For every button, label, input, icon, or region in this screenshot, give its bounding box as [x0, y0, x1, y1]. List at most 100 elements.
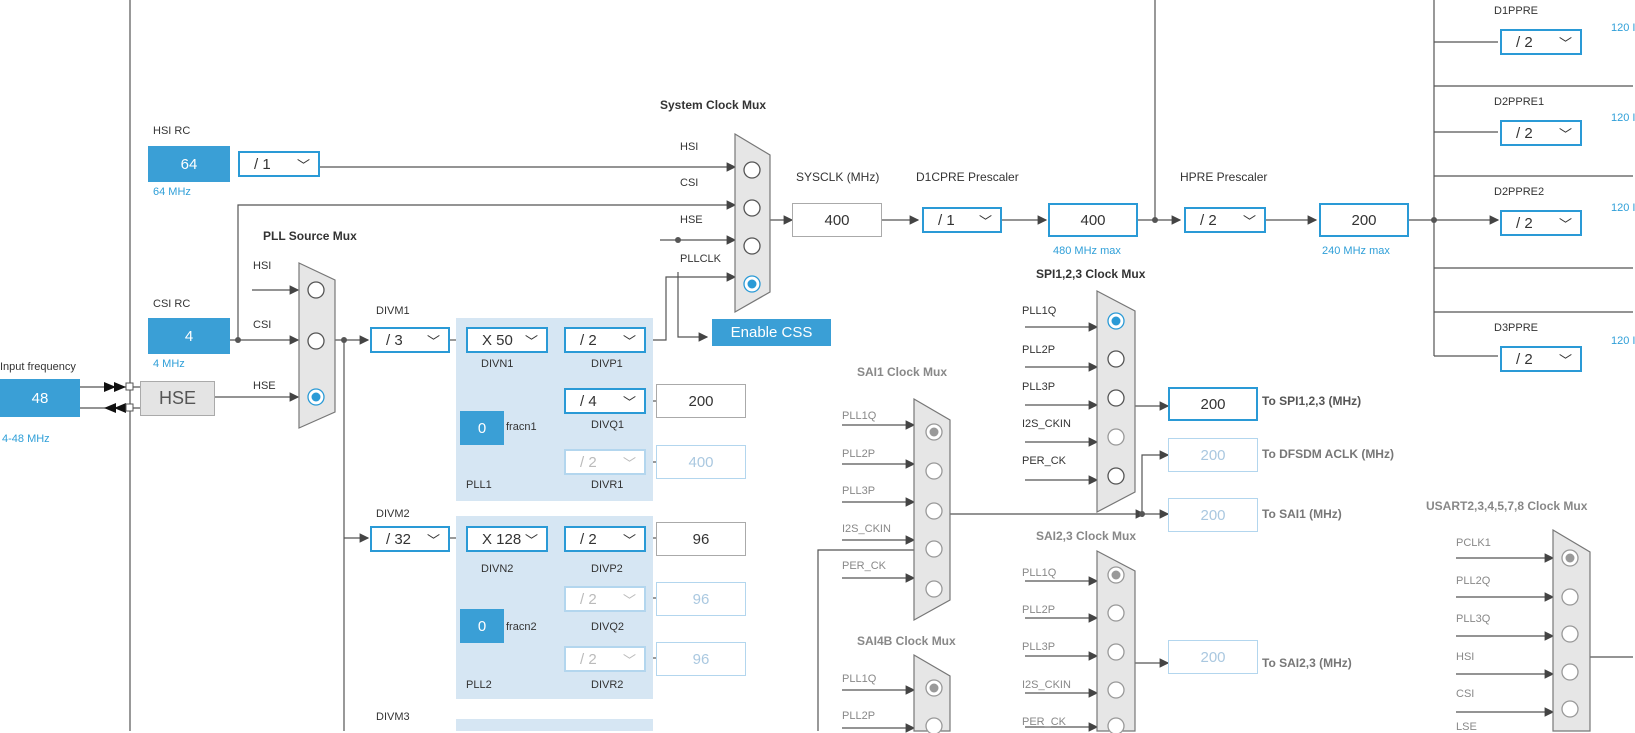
d2ppre2-select[interactable]: / 2﹀ [1500, 210, 1582, 236]
divm2-select[interactable]: / 32﹀ [370, 526, 450, 552]
spi-in-i2s-ckin: I2S_CKIN [1022, 418, 1071, 430]
d1ppre-output: 120 I [1611, 22, 1635, 34]
chevron-down-icon: ﹀ [296, 158, 310, 173]
d3ppre-select[interactable]: / 2﹀ [1500, 346, 1582, 372]
sai23-in-i2s-ckin: I2S_CKIN [1022, 679, 1071, 691]
divq1-select[interactable]: / 4﹀ [564, 388, 646, 414]
usart-in-hsi: HSI [1456, 651, 1475, 663]
csi-rc-freq: 4 MHz [153, 358, 185, 370]
sai23-in-pll2p: PLL2P [1022, 604, 1056, 616]
hsi-rc-freq: 64 MHz [153, 186, 191, 198]
hsi-divider-select[interactable]: / 1﹀ [238, 151, 320, 177]
chevron-down-icon: ﹀ [622, 456, 636, 471]
sys-mux-hsi-label: HSI [680, 141, 699, 153]
chevron-down-icon: ﹀ [622, 653, 636, 668]
divp2-label: DIVP2 [591, 563, 623, 575]
chevron-down-icon: ﹀ [426, 533, 440, 548]
dfsdm-output-value: 200 [1168, 438, 1258, 472]
fracn1-value[interactable]: 0 [460, 411, 504, 445]
sysclk-value: 400 [792, 203, 882, 237]
divp2-output: 96 [656, 522, 746, 556]
divr2-select[interactable]: / 2﹀ [564, 646, 646, 672]
chevron-down-icon: ﹀ [1558, 127, 1572, 142]
usart-in-pclk1: PCLK1 [1456, 537, 1491, 549]
system-clock-mux-shape [734, 132, 771, 314]
sai23-mux-shape [1096, 550, 1136, 732]
sai4b-mux-title: SAI4B Clock Mux [857, 634, 956, 648]
chevron-down-icon: ﹀ [1558, 217, 1572, 232]
chevron-down-icon: ﹀ [426, 334, 440, 349]
divm2-label: DIVM2 [376, 508, 410, 520]
chevron-down-icon: ﹀ [622, 395, 636, 410]
fracn2-value[interactable]: 0 [460, 609, 504, 643]
d2ppre1-output: 120 I [1611, 112, 1635, 124]
divr1-select[interactable]: / 2﹀ [564, 449, 646, 475]
sys-mux-hse-label: HSE [680, 214, 703, 226]
sai1-in-pll3p: PLL3P [842, 485, 876, 497]
chevron-down-icon: ﹀ [1558, 36, 1572, 51]
hsi-rc-value: 64 [148, 146, 230, 182]
divm1-select[interactable]: / 3﹀ [370, 327, 450, 353]
system-clock-mux-title: System Clock Mux [660, 98, 767, 112]
d3ppre-label: D3PPRE [1494, 322, 1539, 334]
divq2-select[interactable]: / 2﹀ [564, 586, 646, 612]
sai23-mux-title: SAI2,3 Clock Mux [1036, 529, 1137, 543]
chevron-down-icon: ﹀ [622, 593, 636, 608]
divp1-select[interactable]: / 2﹀ [564, 327, 646, 353]
divr1-output: 400 [656, 445, 746, 479]
chevron-down-icon: ﹀ [978, 214, 992, 229]
divn2-select[interactable]: X 128﹀ [466, 526, 548, 552]
sys-mux-csi-label: CSI [680, 177, 699, 189]
spi-in-per-ck: PER_CK [1022, 455, 1067, 467]
d2ppre1-label: D2PPRE1 [1494, 96, 1545, 108]
usart-in-csi: CSI [1456, 688, 1475, 700]
divp2-select[interactable]: / 2﹀ [564, 526, 646, 552]
sai23-output-value: 200 [1168, 640, 1258, 674]
pll-src-csi-label: CSI [253, 319, 272, 331]
d1ppre-select[interactable]: / 2﹀ [1500, 29, 1582, 55]
hpre-output: 200 [1319, 203, 1409, 237]
d1cpre-label: D1CPRE Prescaler [916, 170, 1019, 184]
csi-rc-value: 4 [148, 318, 230, 354]
sysclk-label: SYSCLK (MHz) [796, 170, 880, 184]
hpre-select[interactable]: / 2﹀ [1184, 207, 1266, 233]
chevron-down-icon: ﹀ [622, 334, 636, 349]
d1cpre-output: 400 [1048, 203, 1138, 237]
sai1-in-per-ck: PER_CK [842, 560, 887, 572]
chevron-down-icon: ﹀ [524, 533, 538, 548]
spi-in-pll2p: PLL2P [1022, 344, 1056, 356]
d1cpre-select[interactable]: / 1﹀ [922, 207, 1002, 233]
spi-in-pll1q: PLL1Q [1022, 305, 1057, 317]
sai23-output-label: To SAI2,3 (MHz) [1262, 656, 1352, 670]
chevron-down-icon: ﹀ [524, 334, 538, 349]
sai1-mux-title: SAI1 Clock Mux [857, 365, 948, 379]
csi-rc-title: CSI RC [153, 298, 191, 310]
chevron-down-icon: ﹀ [1242, 214, 1256, 229]
divq2-label: DIVQ2 [591, 621, 625, 633]
hpre-max: 240 MHz max [1322, 245, 1390, 257]
divp1-label: DIVP1 [591, 358, 623, 370]
d1cpre-max: 480 MHz max [1053, 245, 1121, 257]
spi-in-pll3p: PLL3P [1022, 381, 1056, 393]
d2ppre1-select[interactable]: / 2﹀ [1500, 120, 1582, 146]
spi-mux-title: SPI1,2,3 Clock Mux [1036, 267, 1146, 281]
divq1-label: DIVQ1 [591, 419, 625, 431]
divr2-label: DIVR2 [591, 679, 624, 691]
sai23-in-per-ck: PER_CK [1022, 716, 1067, 728]
sai23-in-pll3p: PLL3P [1022, 641, 1056, 653]
spi-output-value: 200 [1168, 387, 1258, 421]
usart-mux-title: USART2,3,4,5,7,8 Clock Mux [1426, 499, 1588, 513]
sai1-in-pll2p: PLL2P [842, 448, 876, 460]
hsi-rc-title: HSI RC [153, 125, 191, 137]
sai1-in-pll1q: PLL1Q [842, 410, 877, 422]
enable-css-button[interactable]: Enable CSS [712, 319, 831, 346]
d1ppre-label: D1PPRE [1494, 5, 1539, 17]
d3ppre-output: 120 I [1611, 335, 1635, 347]
pll1-name: PLL1 [466, 479, 492, 491]
d2ppre2-label: D2PPRE2 [1494, 186, 1545, 198]
divn1-select[interactable]: X 50﹀ [466, 327, 548, 353]
usart-in-pll2q: PLL2Q [1456, 575, 1491, 587]
sai23-in-pll1q: PLL1Q [1022, 567, 1057, 579]
input-frequency-value[interactable]: 48 [0, 379, 80, 417]
